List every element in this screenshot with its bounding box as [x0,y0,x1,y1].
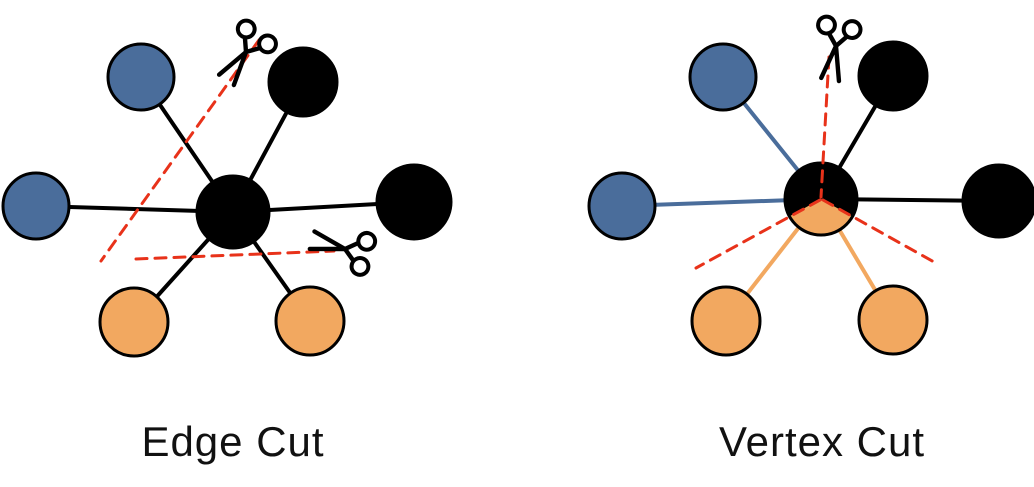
node-orange-bottom-right [274,285,346,357]
edge-cut-diagram: Edge Cut [1,18,453,465]
scissors-icon [816,14,863,84]
cut-line-diagonal [99,38,261,263]
cut-line-horizontal [134,249,336,261]
scissors-icon [307,229,378,277]
node-blue-left [587,171,657,241]
node-black-top-right [857,40,929,112]
node-center-orange-sector [786,199,856,234]
node-center [195,174,271,250]
vertex-cut-diagram: Vertex Cut [587,14,1034,465]
node-black-right [375,163,453,241]
edge-cut-label: Edge Cut [141,418,324,465]
node-blue-top-left [688,42,758,112]
node-blue-top-left [106,42,176,112]
vertex-cut-label: Vertex Cut [719,418,925,465]
node-orange-bottom-left [690,285,762,357]
vertex-cut-nodes [587,40,1034,357]
node-black-right [961,163,1034,239]
node-orange-bottom-left [98,286,170,358]
scissors-icon [216,18,278,88]
cut-line-top [819,55,831,199]
cut-line-bottom-left [694,198,822,270]
node-orange-bottom-right [857,284,929,356]
cut-line-bottom-right [821,198,936,264]
edge-cut-nodes [1,42,453,358]
node-blue-left [1,171,71,241]
node-black-top-right [267,46,339,118]
